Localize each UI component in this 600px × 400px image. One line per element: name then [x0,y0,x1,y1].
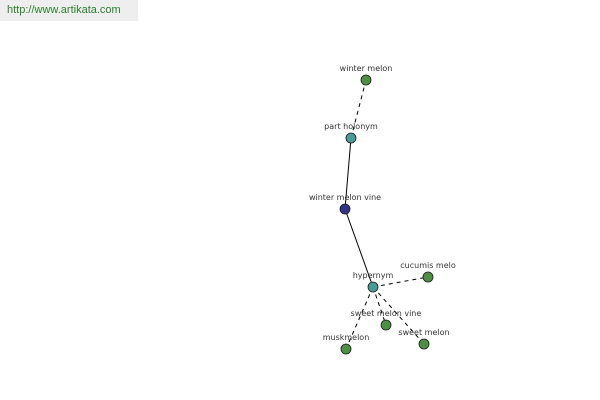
node-sweet-melon-vine[interactable] [380,319,392,331]
labels-layer: winter melon part holonym winter melon vin… [309,64,456,342]
node-winter-melon[interactable] [360,74,372,86]
node-hypernym[interactable] [367,281,379,293]
source-url-banner[interactable]: http://www.artikata.com [0,0,138,21]
node-label-cucumis-melo: cucumis melo [400,261,456,270]
node-muskmelon[interactable] [340,343,352,355]
edge-winter-melon-vine-to-part-holonym [344,137,352,210]
node-sweet-melon[interactable] [418,338,430,350]
node-winter-melon-vine[interactable] [339,203,351,215]
edge-part-holonym-to-winter-melon [350,79,367,139]
node-label-hypernym: hypernym [353,271,394,280]
edges-layer [344,79,429,350]
node-label-sweet-melon-vine: sweet melon vine [351,309,422,318]
node-label-sweet-melon: sweet melon [398,328,449,337]
node-label-winter-melon-vine: winter melon vine [309,193,381,202]
edge-hypernym-to-cucumis-melo [372,276,429,288]
nodes-layer [339,74,434,355]
node-label-muskmelon: muskmelon [323,333,370,342]
edge-hypernym-to-sweet-melon-vine [372,286,387,326]
edge-hypernym-to-muskmelon [345,286,374,350]
edge-winter-melon-vine-to-hypernym [344,208,374,288]
node-label-part-holonym: part holonym [324,122,378,131]
node-label-winter-melon: winter melon [340,64,393,73]
node-cucumis-melo[interactable] [422,271,434,283]
node-part-holonym[interactable] [345,132,357,144]
